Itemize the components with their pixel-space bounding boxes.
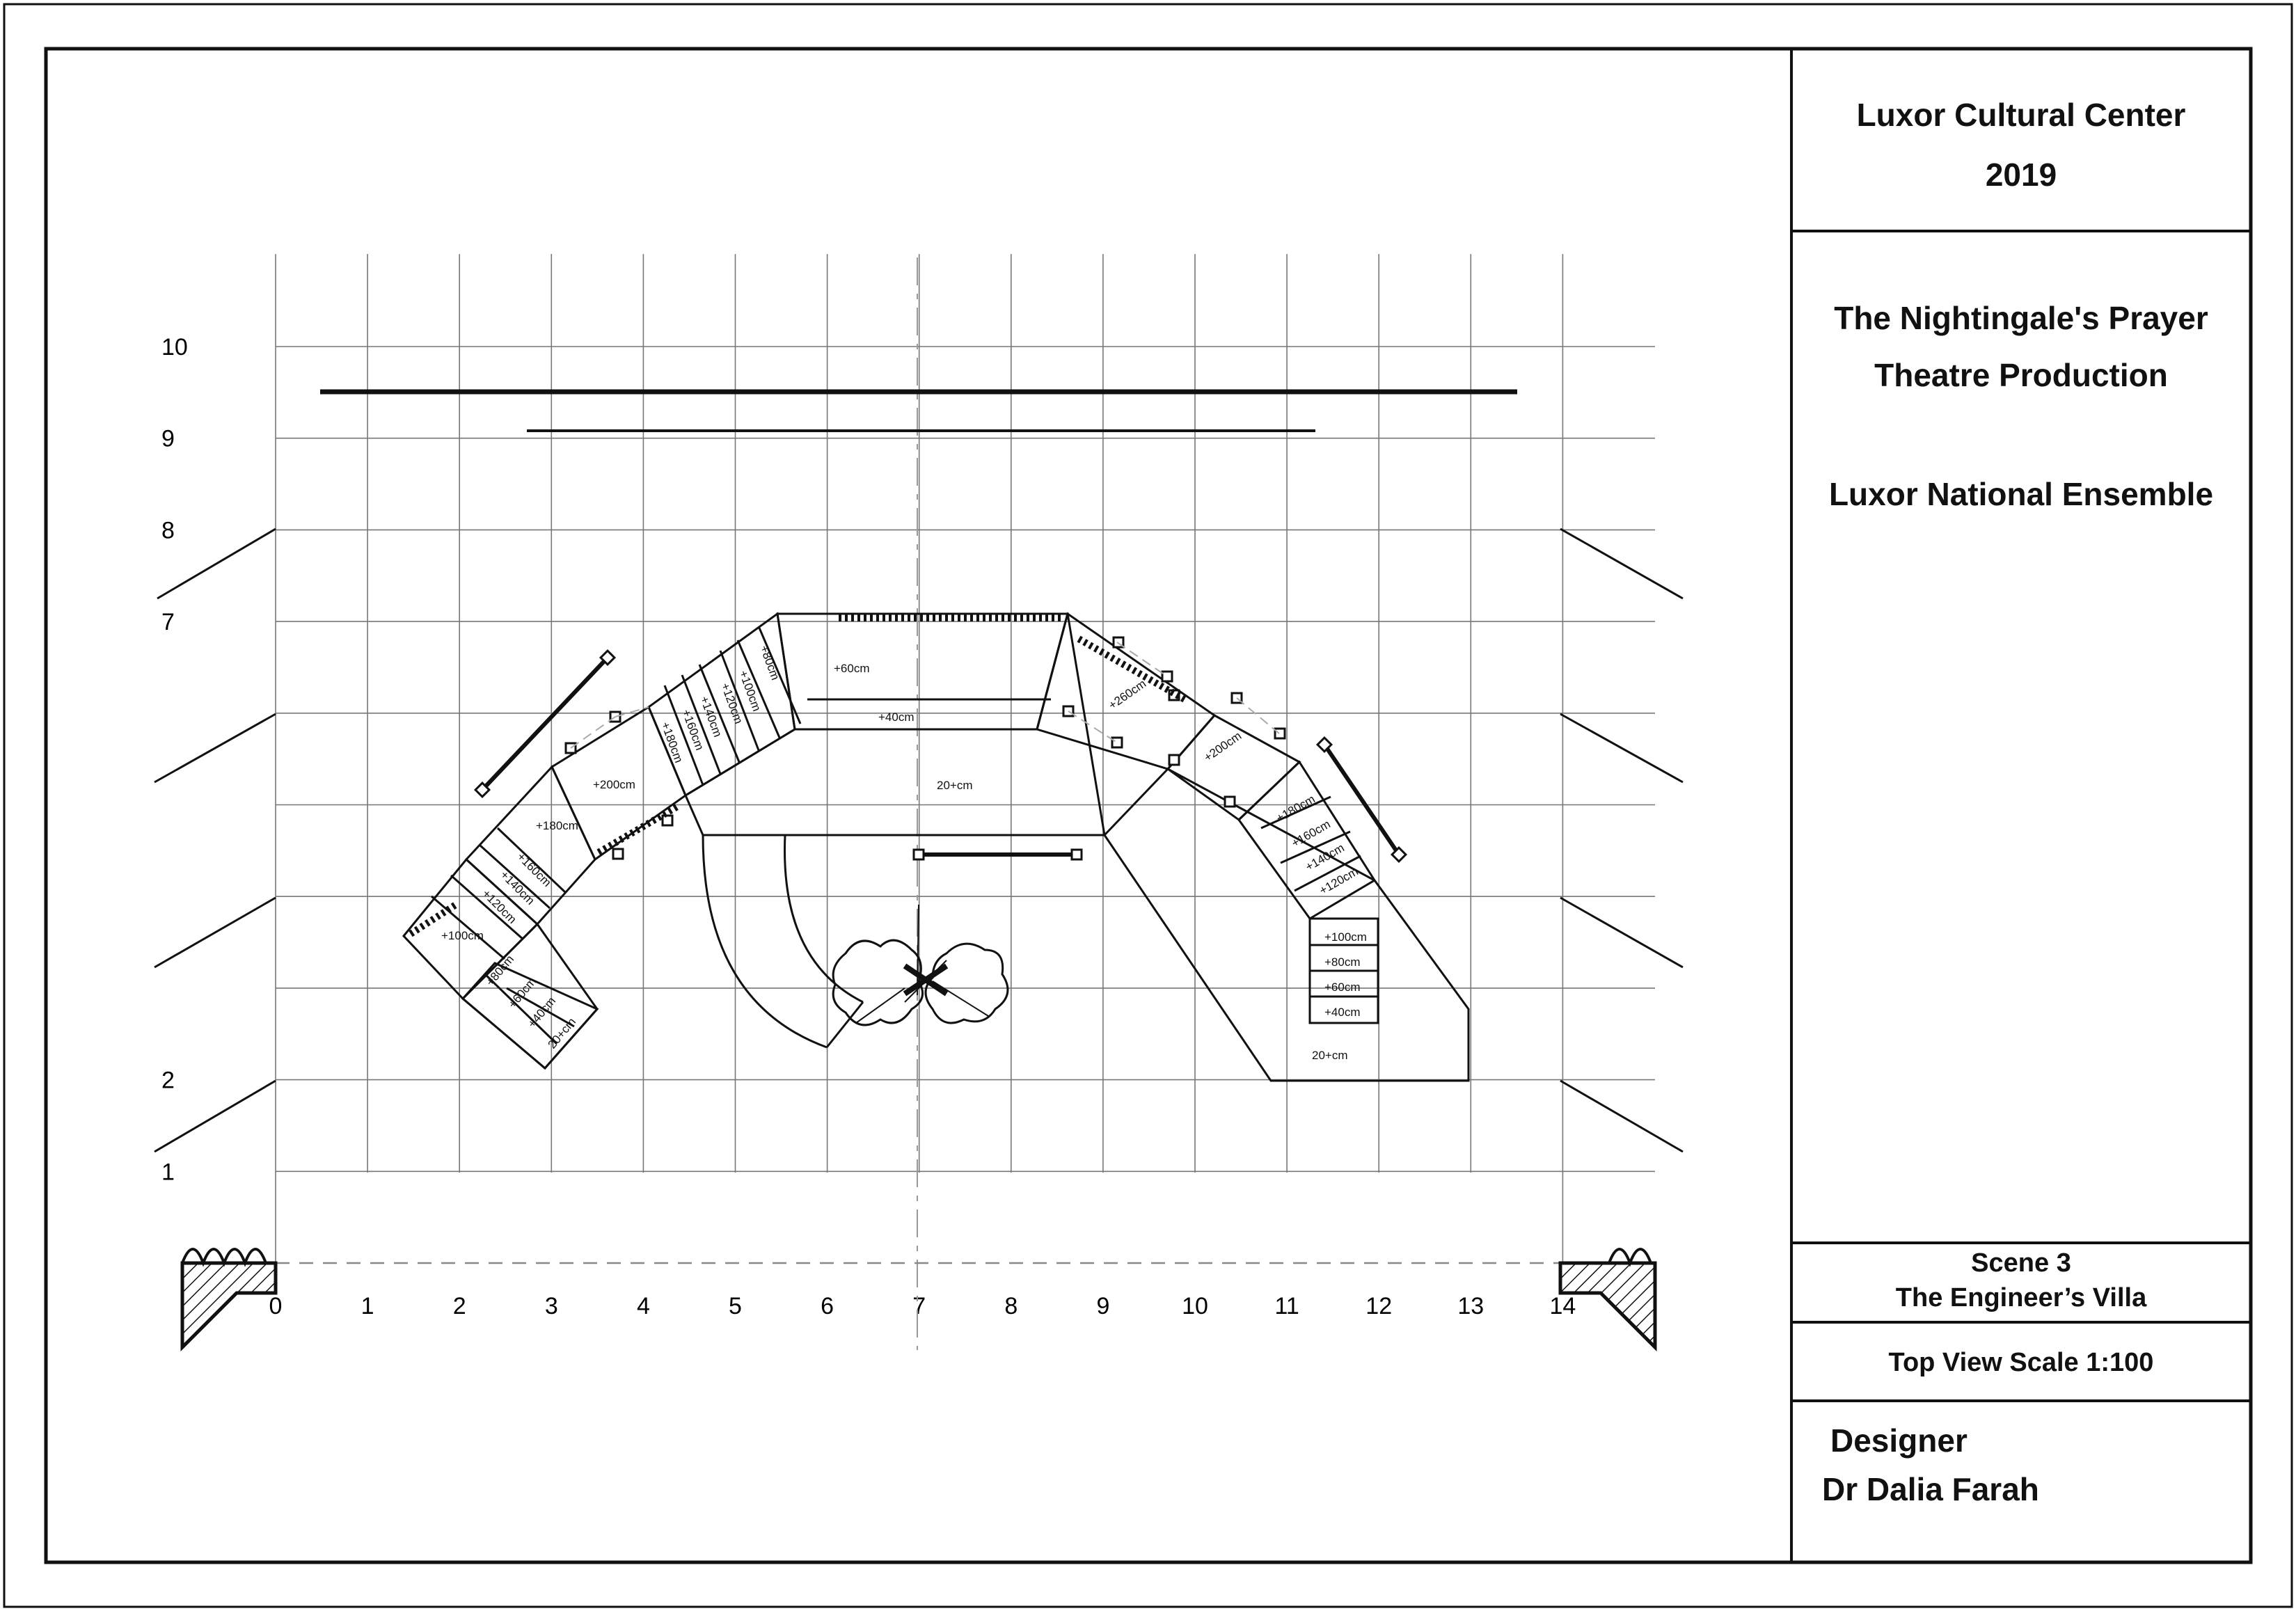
designer-name: Dr Dalia Farah [1822,1471,2039,1507]
grid-x-label: 8 [1004,1293,1018,1319]
grid-x-label: 11 [1274,1293,1299,1319]
grid-x-label: 12 [1365,1293,1392,1319]
left-stair-lower [461,962,599,1070]
production-block: The Nightingale's Prayer Theatre Product… [1791,289,2251,404]
label-center-floor: 20+cm [937,779,973,792]
scene-name: The Engineer’s Villa [1895,1283,2147,1312]
railings [480,656,1401,857]
stage-grid [275,254,1655,1263]
production-type: Theatre Production [1874,357,2168,393]
grid-x-label: 2 [453,1293,466,1319]
grid-x-label: 9 [1096,1293,1109,1319]
grid-x-label: 14 [1549,1293,1576,1319]
label-left-stair-lower: +60cm [506,975,539,1011]
grid-y-label: 7 [161,609,175,635]
label-center-stair: +80cm [757,644,782,682]
grid-y-label: 10 [161,334,188,360]
grid-y-label: 9 [161,426,175,452]
scene-block: Scene 3 The Engineer’s Villa [1791,1246,2251,1315]
arc-inner [784,834,864,1003]
grid-x-label: 4 [637,1293,650,1319]
inner-border [44,47,2253,1564]
label-left-platform: +200cm [593,778,635,791]
label-right-lower-stair: +80cm [1324,955,1361,969]
edge-markers [409,614,1187,937]
grid-x-label: 13 [1457,1293,1484,1319]
label-right-lower-stair: +40cm [1324,1006,1361,1019]
grid-x-label: 0 [269,1293,283,1319]
label-right-platform: +200cm [1201,729,1244,765]
label-right-upper-landing: +260cm [1106,677,1148,713]
label-left-platform-180: +180cm [536,819,578,832]
grid-y-label: 2 [161,1068,175,1094]
venue-block: Luxor Cultural Center 2019 [1791,85,2251,205]
proscenium-left [180,1248,278,1352]
label-top-step: +40cm [878,711,915,724]
view-scale: Top View Scale 1:100 [1888,1348,2154,1377]
outer-border [3,3,2293,1608]
designer-block: Designer Dr Dalia Farah [1822,1416,2240,1514]
label-right-lower-stair: +100cm [1324,930,1367,944]
production-title: The Nightingale's Prayer [1834,300,2208,336]
designer-label: Designer [1830,1422,1968,1459]
set-outlines [402,612,1470,1082]
right-floor [1103,768,1470,1082]
right-wings [1560,527,1684,1153]
tree-icon [832,904,1009,1026]
venue-name: Luxor Cultural Center [1856,97,2186,133]
proscenium-right [1558,1248,1657,1352]
label-right-floor: 20+cm [1312,1049,1348,1062]
production-year: 2019 [1985,157,2057,193]
grid-y-label: 8 [161,517,175,543]
company-name: Luxor National Ensemble [1828,476,2214,512]
arc-outer [702,834,828,1049]
grid-x-label: 1 [361,1293,374,1319]
grid-x-label: 10 [1182,1293,1208,1319]
scene-number: Scene 3 [1971,1248,2071,1278]
left-wings [154,527,276,1153]
railing-posts [473,636,1408,864]
grid-x-label: 7 [912,1293,926,1319]
grid-x-label: 6 [821,1293,834,1319]
label-right-stair: +180cm [1274,793,1317,825]
grid-y-labels: 1 2 7 8 9 10 [161,334,188,1185]
label-right-lower-stair: +60cm [1324,981,1361,994]
label-top-platform: +60cm [834,662,870,675]
grid-x-label: 5 [729,1293,742,1319]
center-stair [647,612,796,797]
grid-y-label: 1 [161,1159,175,1185]
label-left-landing: +100cm [441,929,484,942]
top-platform [776,612,1069,731]
grid-x-label: 3 [545,1293,558,1319]
guard-lines [570,642,1280,749]
label-left-stair-lower: +40cm [525,994,559,1031]
